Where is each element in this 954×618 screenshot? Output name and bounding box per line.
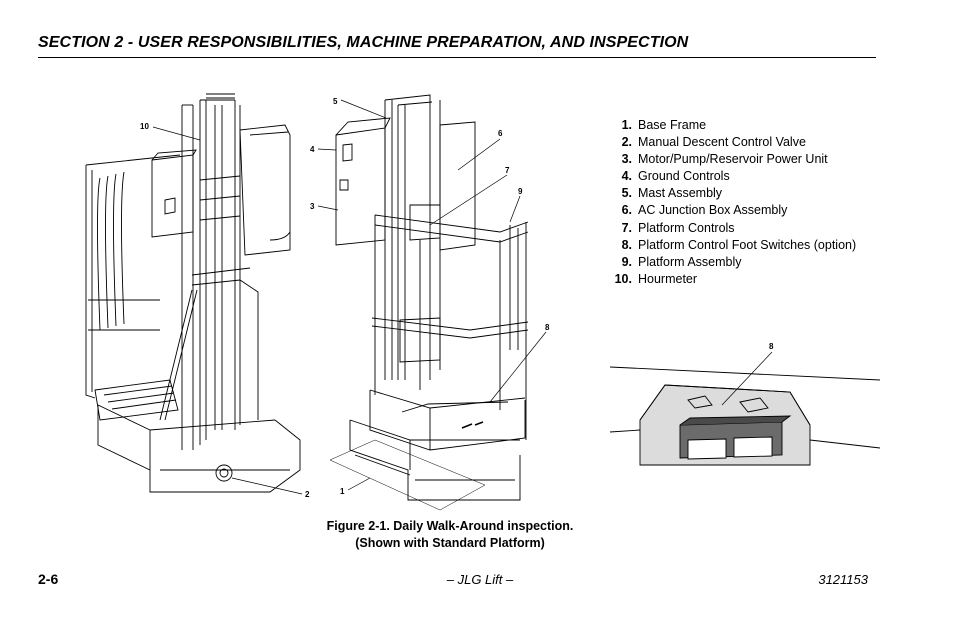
legend-item: 2. Manual Descent Control Valve	[600, 134, 856, 151]
legend-item: 3. Motor/Pump/Reservoir Power Unit	[600, 151, 856, 168]
legend-num: 7.	[621, 220, 632, 235]
left-machine-drawing	[85, 93, 301, 493]
callout-2: 2	[305, 490, 310, 499]
legend-label: Platform Control Foot Switches (option)	[638, 237, 857, 252]
component-legend: 1. Base Frame 2. Manual Descent Control Va…	[600, 117, 857, 288]
legend-num: 10.	[614, 271, 632, 286]
legend-num: 8.	[621, 237, 632, 252]
callout-9: 9	[518, 187, 523, 196]
header-rule	[38, 57, 876, 58]
foot-switch-inset	[609, 366, 881, 466]
callout-10: 10	[140, 122, 149, 131]
footer-brand: – JLG Lift –	[446, 572, 514, 587]
section-title: SECTION 2 - USER RESPONSIBILITIES, MACHI…	[38, 34, 689, 51]
legend-num: 9.	[621, 254, 632, 269]
legend-num: 3.	[621, 152, 632, 167]
legend-label: Motor/Pump/Reservoir Power Unit	[638, 152, 828, 167]
legend-num: 5.	[621, 186, 632, 201]
legend-item: 5. Mast Assembly	[600, 185, 856, 202]
legend-num: 2.	[621, 135, 632, 150]
callout-3: 3	[310, 202, 315, 211]
right-machine-drawing	[329, 94, 529, 511]
legend-label: AC Junction Box Assembly	[638, 203, 788, 218]
legend-label: Manual Descent Control Valve	[638, 135, 806, 150]
legend-label: Platform Assembly	[638, 254, 742, 269]
legend-label: Hourmeter	[638, 271, 698, 286]
callout-1: 1	[340, 487, 345, 496]
caption-line-1: Figure 2-1. Daily Walk-Around inspection…	[326, 519, 574, 533]
legend-item: 6. AC Junction Box Assembly	[600, 202, 856, 219]
legend-item: 9. Platform Assembly	[600, 254, 856, 271]
callout-8-inset: 8	[769, 342, 774, 351]
callout-leaders	[152, 99, 773, 495]
legend-label: Ground Controls	[638, 169, 730, 184]
legend-item: 8. Platform Control Foot Switches (option…	[600, 237, 857, 254]
legend-label: Base Frame	[638, 118, 707, 132]
legend-num: 4.	[621, 169, 632, 184]
legend-num: 6.	[621, 203, 632, 218]
page-number: 2-6	[38, 571, 59, 587]
legend-item: 4. Ground Controls	[600, 168, 856, 185]
callout-5: 5	[333, 97, 338, 106]
legend-item: 7. Platform Controls	[600, 220, 856, 237]
callout-8-main: 8	[545, 323, 550, 332]
legend-item: 1. Base Frame	[600, 117, 856, 134]
document-number: 3121153	[818, 572, 868, 587]
callout-7: 7	[505, 166, 510, 175]
legend-item: 10. Hourmeter	[600, 271, 856, 288]
legend-label: Mast Assembly	[638, 186, 723, 201]
legend-label: Platform Controls	[638, 220, 735, 235]
figure-caption: Figure 2-1. Daily Walk-Around inspection…	[250, 518, 650, 552]
legend-num: 1.	[621, 118, 632, 132]
callout-4: 4	[310, 145, 315, 154]
caption-line-2: (Shown with Standard Platform)	[355, 536, 545, 550]
callout-6: 6	[498, 129, 503, 138]
